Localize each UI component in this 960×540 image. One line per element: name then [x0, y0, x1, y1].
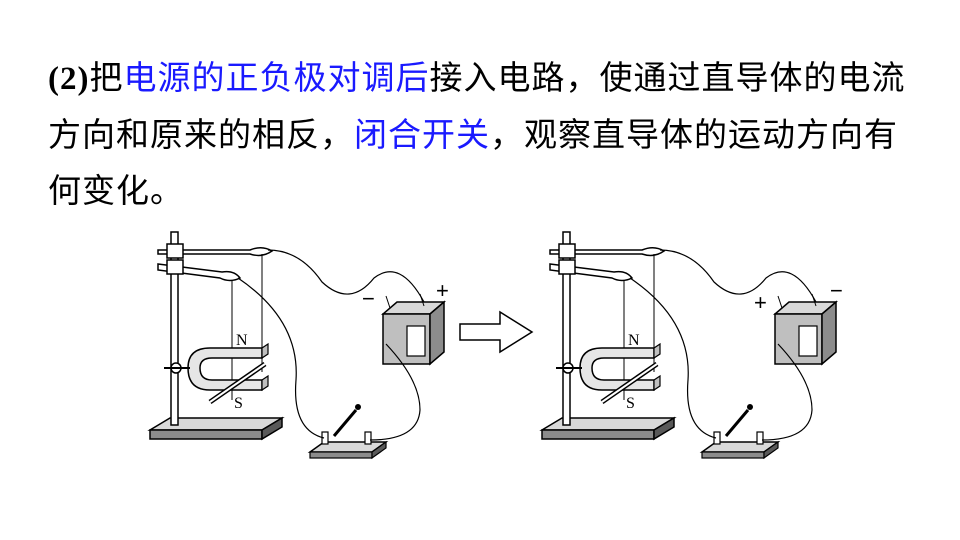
instruction-highlight-1: 电源的正负极对调后	[123, 58, 430, 97]
left-battery-terminal-right: +	[436, 278, 449, 303]
right-north-pole-label: N	[628, 332, 640, 349]
instruction-highlight-2: 闭合开关	[354, 115, 490, 154]
right-battery-terminal-left: +	[754, 290, 767, 315]
right-south-pole-label: S	[626, 395, 635, 412]
instruction-part-2: 接入电路，使通过直导体的电流方向和原来的相反，	[48, 58, 906, 154]
step-number: (2)	[48, 61, 90, 97]
instruction-part-1: 把	[89, 58, 124, 97]
left-apparatus: N S − +	[150, 232, 449, 458]
right-battery-terminal-right: −	[830, 278, 843, 303]
left-south-pole-label: S	[234, 395, 243, 412]
right-arrow-icon	[459, 310, 534, 354]
instruction-text: (2)把电源的正负极对调后接入电路，使通过直导体的电流方向和原来的相反，闭合开关…	[48, 50, 928, 219]
left-battery-terminal-left: −	[362, 286, 375, 311]
left-north-pole-label: N	[236, 332, 248, 349]
right-apparatus: N S + −	[542, 232, 843, 458]
instruction-part-3: ，观察直导体的运动方向有何变化。	[48, 115, 898, 210]
